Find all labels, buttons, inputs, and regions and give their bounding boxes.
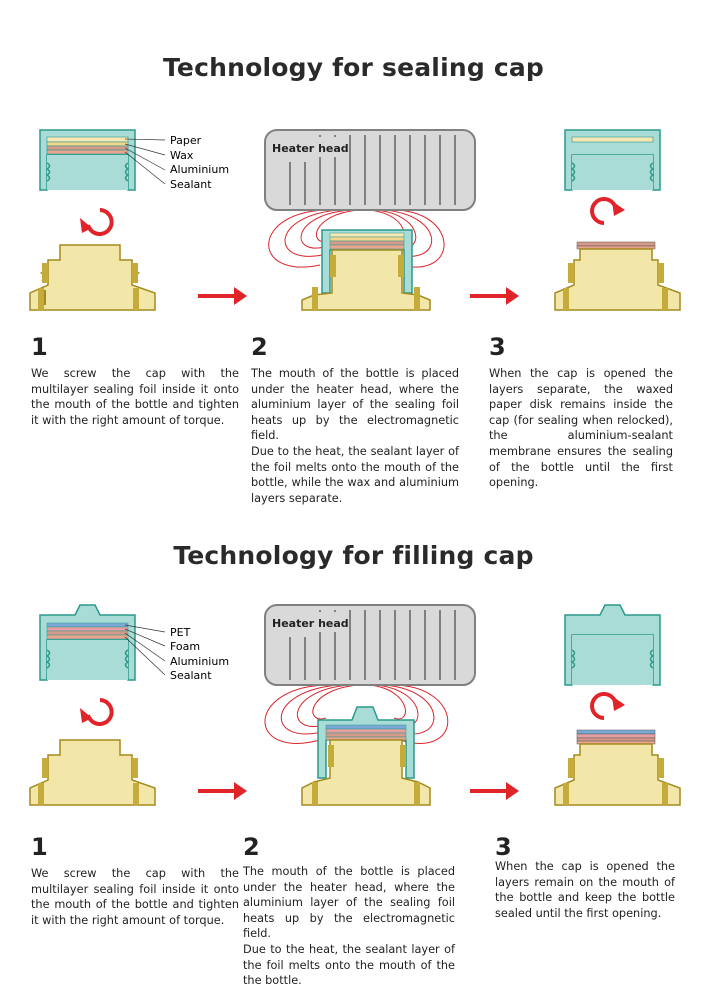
next-arrow-head-icon bbox=[234, 782, 247, 800]
next-arrow-head-icon bbox=[506, 287, 519, 305]
step-description: We screw the cap with the multilayer sea… bbox=[31, 866, 239, 928]
rotate-arrow-head-icon bbox=[80, 218, 92, 233]
step-number: 2 bbox=[251, 333, 268, 361]
layer-label-aluminium: Aluminium bbox=[170, 163, 229, 176]
step-paragraph: We screw the cap with the multilayer sea… bbox=[31, 867, 239, 927]
step-number: 2 bbox=[243, 833, 260, 861]
step-number: 3 bbox=[495, 833, 512, 861]
bottle-neck-step3 bbox=[554, 729, 681, 806]
filling-cap-step1: PET Foam Aluminium Sealant bbox=[39, 604, 229, 682]
heater-label: Heater head bbox=[272, 617, 349, 630]
cap-step1: Paper Wax Aluminium Sealant bbox=[39, 129, 229, 191]
step-number: 3 bbox=[489, 333, 506, 361]
step-number: 1 bbox=[31, 833, 48, 861]
step-paragraph: When the cap is opened the layers separa… bbox=[489, 367, 673, 490]
rotate-arrow-head-icon bbox=[80, 708, 92, 723]
rotate-arrow-icon bbox=[86, 698, 114, 726]
section-title: Technology for sealing cap bbox=[162, 53, 545, 82]
bottle-neck-step3 bbox=[554, 241, 681, 311]
step-number: 1 bbox=[31, 333, 48, 361]
layer-label-sealant: Sealant bbox=[170, 669, 212, 682]
step-paragraph: Due to the heat, the sealant layer of th… bbox=[251, 444, 459, 505]
step-paragraph: Due to the heat, the sealant layer of th… bbox=[243, 942, 455, 988]
sealing-cap-diagram: Paper Wax Aluminium Sealant bbox=[0, 115, 707, 345]
layer-label-paper: Paper bbox=[170, 134, 202, 147]
step-description: When the cap is opened the layers separa… bbox=[489, 366, 673, 491]
cap-on-bottle-step2 bbox=[301, 229, 431, 311]
step-paragraph: We screw the cap with the multilayer sea… bbox=[31, 367, 239, 427]
step-description: We screw the cap with the multilayer sea… bbox=[31, 366, 239, 428]
layer-label-wax: Wax bbox=[170, 149, 194, 162]
step-description: When the cap is opened the layers remain… bbox=[495, 859, 675, 921]
heater-label: Heater head bbox=[272, 142, 349, 155]
layer-label-aluminium: Aluminium bbox=[170, 655, 229, 668]
rotate-arrow-head-icon bbox=[612, 696, 625, 711]
rotate-arrow-icon bbox=[86, 208, 114, 236]
cap-step3 bbox=[564, 129, 661, 191]
step-description: The mouth of the bottle is placed under … bbox=[243, 864, 455, 989]
bottle-neck-step1 bbox=[29, 739, 156, 806]
step-description: The mouth of the bottle is placed under … bbox=[251, 366, 459, 506]
step-paragraph: The mouth of the bottle is placed under … bbox=[251, 367, 459, 443]
section-title: Technology for filling cap bbox=[173, 541, 534, 570]
rotate-arrow-head-icon bbox=[612, 201, 625, 216]
next-arrow-head-icon bbox=[506, 782, 519, 800]
step-paragraph: When the cap is opened the layers remain… bbox=[495, 860, 675, 920]
bottle-neck-step1 bbox=[29, 244, 156, 311]
layer-label-sealant: Sealant bbox=[170, 178, 212, 191]
layer-label-foam: Foam bbox=[170, 640, 200, 653]
layer-label-pet: PET bbox=[170, 626, 191, 639]
filling-cap-step3 bbox=[564, 604, 661, 686]
heater-head: Heater head bbox=[264, 129, 476, 268]
filling-cap-diagram: PET Foam Aluminium Sealant bbox=[0, 590, 707, 820]
next-arrow-head-icon bbox=[234, 287, 247, 305]
filling-cap-on-bottle-step2 bbox=[301, 706, 431, 806]
step-paragraph: The mouth of the bottle is placed under … bbox=[243, 865, 455, 941]
